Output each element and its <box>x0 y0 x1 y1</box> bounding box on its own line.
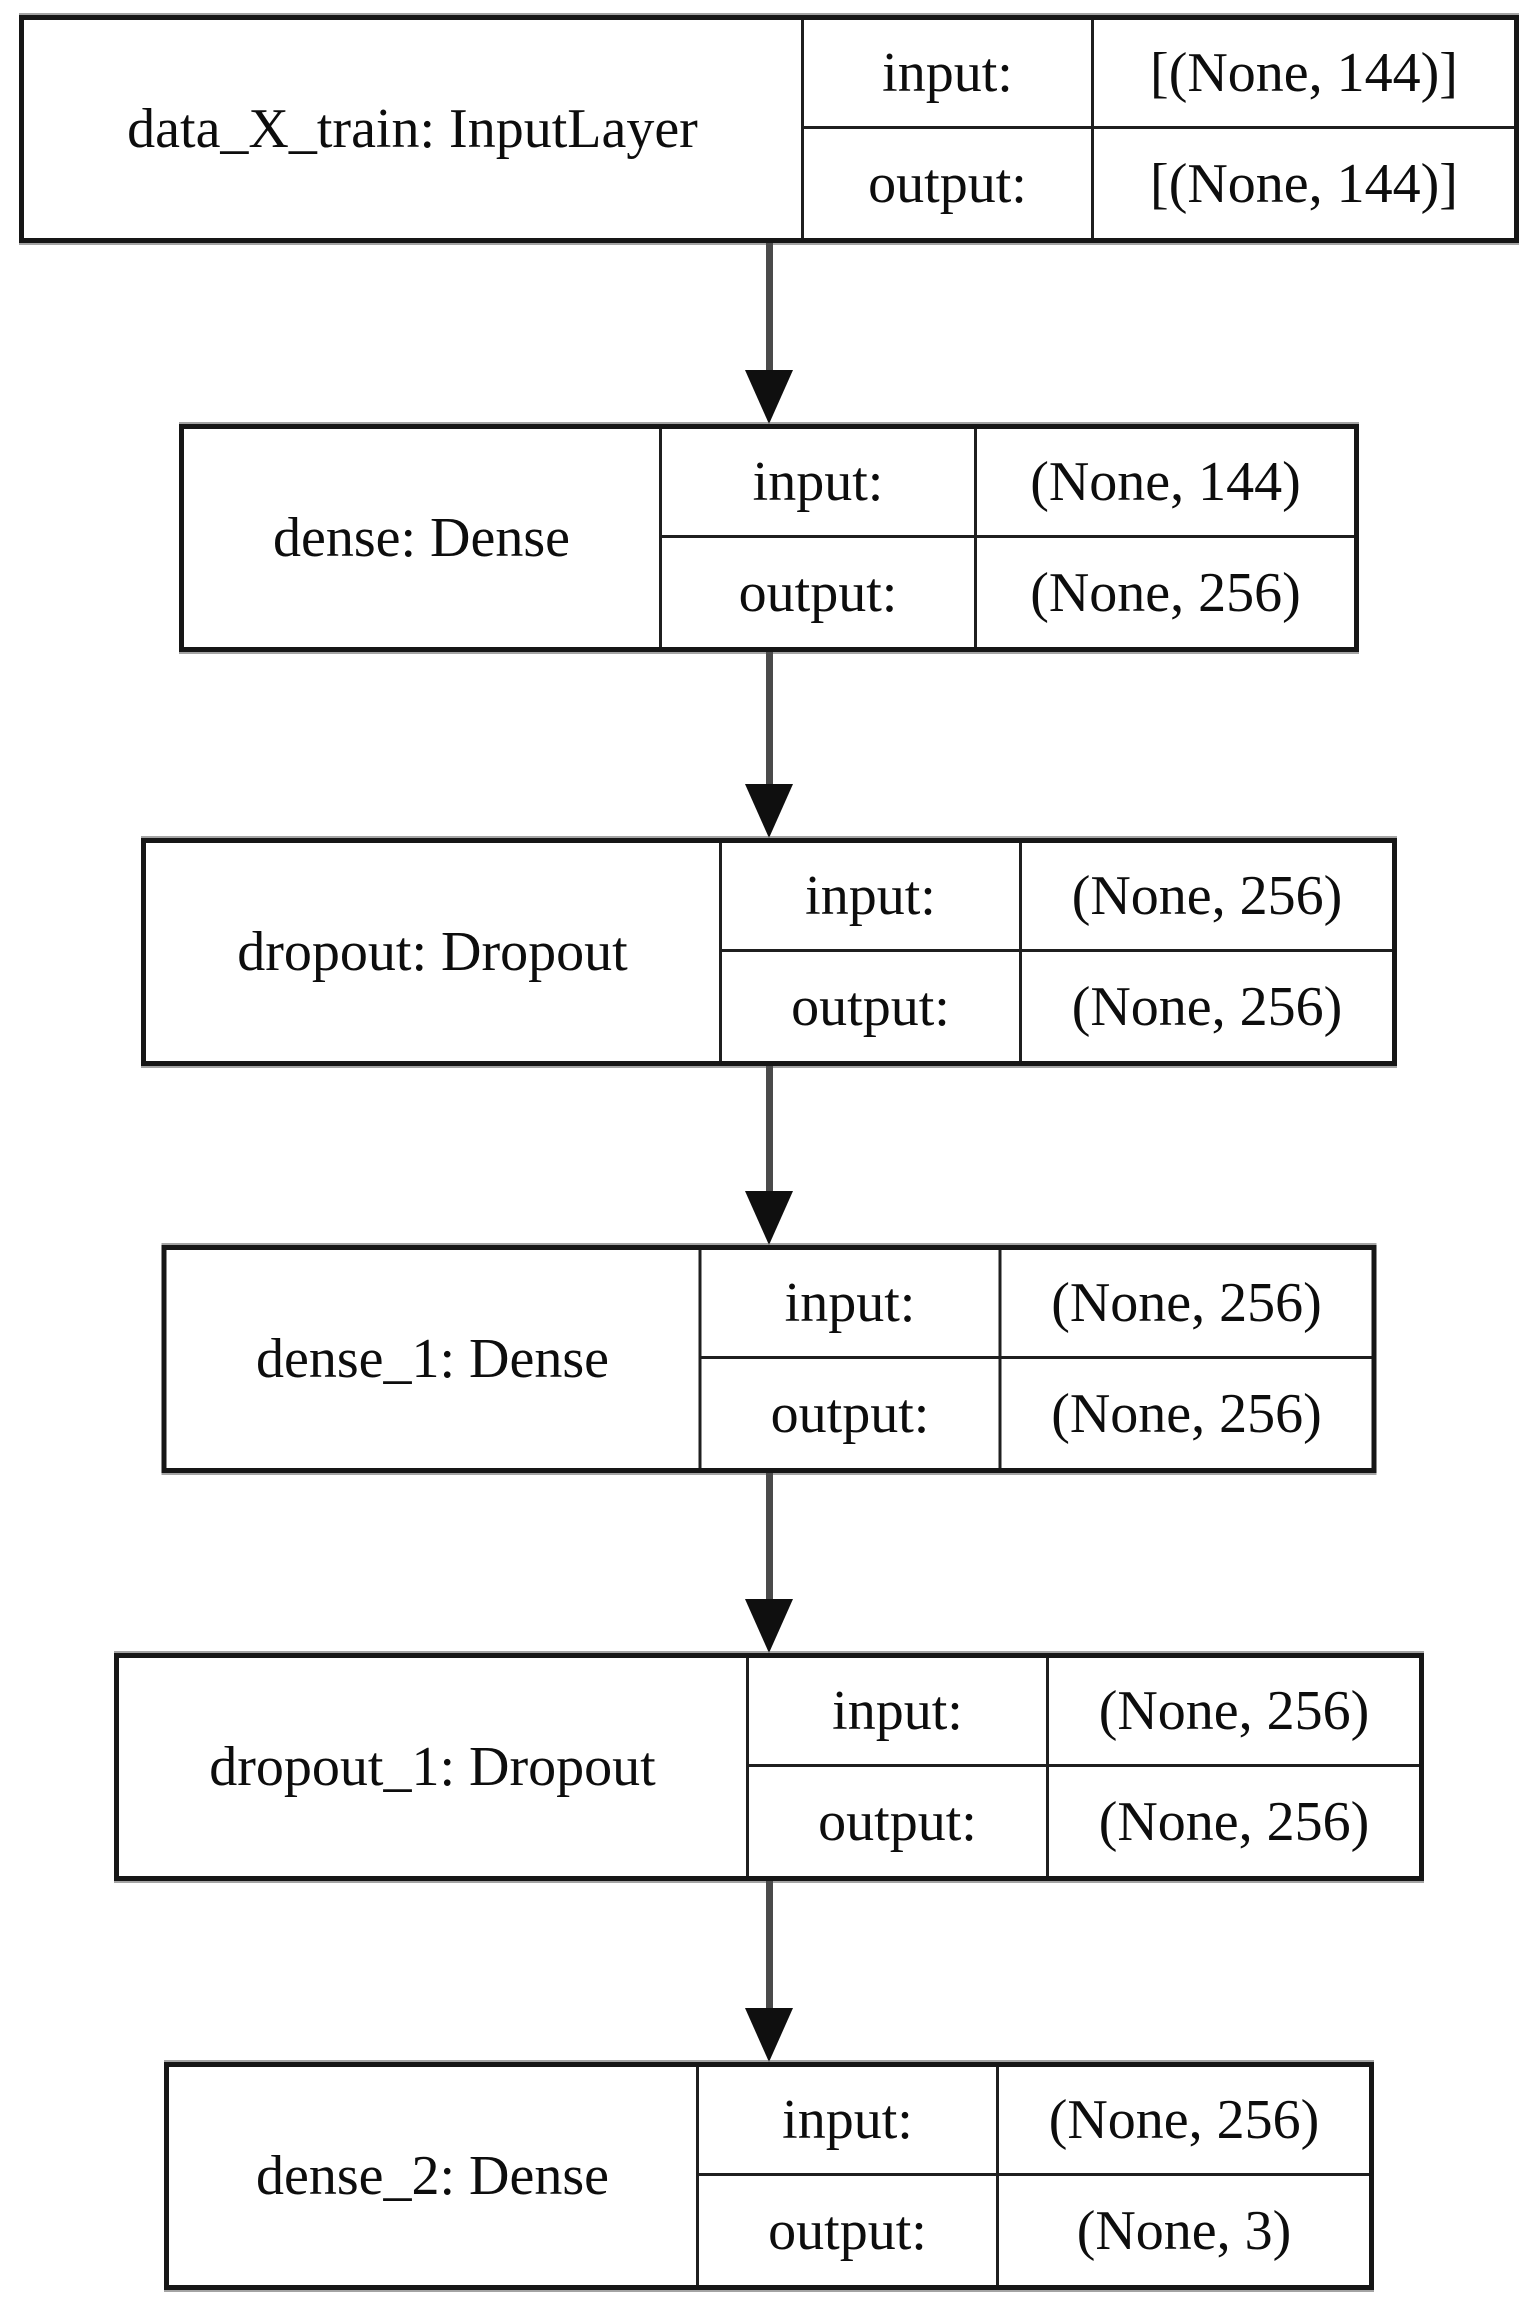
input-shape: (None, 256) <box>1022 843 1392 952</box>
input-shape: (None, 144) <box>977 429 1354 538</box>
arrow-head-icon <box>745 2008 793 2062</box>
output-label: output: <box>738 561 898 624</box>
layer-title: dense_2: Dense <box>169 2067 699 2285</box>
layer-title: data_X_train: InputLayer <box>24 20 804 238</box>
output-shape: [(None, 144)] <box>1150 152 1458 215</box>
output-label: output: <box>770 1382 930 1445</box>
edge-arrow <box>745 1473 793 1653</box>
arrow-head-icon <box>745 784 793 838</box>
edge-line <box>765 1066 773 1191</box>
arrow-head-icon <box>745 370 793 424</box>
arrow-head-icon <box>745 1599 793 1653</box>
output-label: output: <box>791 975 950 1038</box>
input-shape: (None, 256) <box>1049 1658 1419 1767</box>
input-label: input: <box>749 1658 1046 1767</box>
edge-arrow <box>745 243 793 424</box>
output-shape: (None, 256) <box>1071 975 1343 1038</box>
edge-line <box>765 652 773 784</box>
layer-title: dense_1: Dense <box>167 1250 702 1468</box>
edge-arrow <box>745 1881 793 2062</box>
layer-title: dropout: Dropout <box>146 843 722 1061</box>
output-shape: (None, 3) <box>1076 2199 1292 2262</box>
input-label: input: <box>722 843 1019 952</box>
input-shape: (None, 256) <box>999 2067 1369 2176</box>
layer-node-dropout-1: dropout_1: Dropout input: output: (None,… <box>114 1653 1424 1881</box>
arrow-head-icon <box>745 1191 793 1245</box>
edge-arrow <box>745 1066 793 1245</box>
layer-node-dense-2: dense_2: Dense input: output: (None, 256… <box>164 2062 1374 2290</box>
output-label: output: <box>768 2199 927 2262</box>
layer-node-dense-1: dense_1: Dense input: output: (None, 256… <box>161 1245 1377 1473</box>
output-shape: (None, 256) <box>1098 1790 1370 1853</box>
layer-title: dropout_1: Dropout <box>119 1658 749 1876</box>
output-shape: (None, 256) <box>1030 561 1301 624</box>
output-shape: (None, 256) <box>1051 1382 1322 1445</box>
layer-node-data-x-train-inputlayer: data_X_train: InputLayer input: output: … <box>19 15 1519 243</box>
input-label: input: <box>662 429 974 538</box>
edge-line <box>765 243 773 370</box>
edge-line <box>765 1881 773 2008</box>
output-label: output: <box>868 152 1027 215</box>
layer-node-dense: dense: Dense input: output: (None, 144) … <box>179 424 1359 652</box>
edge-arrow <box>745 652 793 838</box>
layer-node-dropout: dropout: Dropout input: output: (None, 2… <box>141 838 1397 1066</box>
input-label: input: <box>701 1250 999 1359</box>
layer-title: dense: Dense <box>184 429 662 647</box>
edge-line <box>765 1473 773 1599</box>
input-label: input: <box>699 2067 996 2176</box>
input-label: input: <box>804 20 1091 129</box>
output-label: output: <box>818 1790 977 1853</box>
input-shape: [(None, 144)] <box>1094 20 1514 129</box>
input-shape: (None, 256) <box>1001 1250 1372 1359</box>
